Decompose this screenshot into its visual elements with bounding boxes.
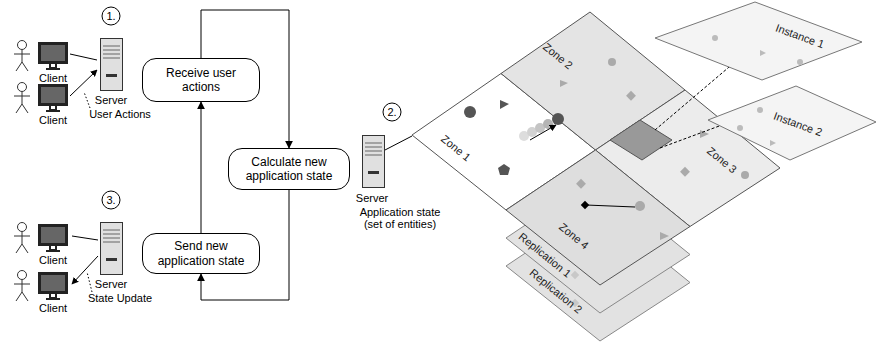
server-label: Server bbox=[356, 192, 388, 204]
instance-planes bbox=[655, 2, 876, 160]
instance-label: Instance 1 bbox=[774, 22, 826, 51]
server-label: Server bbox=[95, 94, 127, 106]
client-label: Client bbox=[39, 114, 67, 126]
client-label: Client bbox=[39, 72, 67, 84]
replication-label: Replication 1 bbox=[516, 230, 573, 279]
server-icon bbox=[363, 103, 413, 188]
callout-number: 3. bbox=[106, 194, 115, 206]
process-box: Calculate new application state bbox=[228, 148, 350, 190]
client-label: Client bbox=[39, 254, 67, 266]
instance-label: Instance 2 bbox=[772, 110, 824, 139]
flow-arrow bbox=[201, 102, 202, 233]
callout-number: 1. bbox=[106, 10, 115, 22]
zone-label: Zone 2 bbox=[541, 41, 575, 72]
process-box: Send new application state bbox=[142, 233, 260, 274]
zone-label: Zone 1 bbox=[439, 133, 473, 164]
box-text: Calculate new application state bbox=[241, 155, 337, 184]
client-label: Client bbox=[39, 302, 67, 314]
process-box: Receive user actions bbox=[142, 58, 260, 102]
zone-label: Zone 4 bbox=[557, 221, 591, 252]
callout-number: 2. bbox=[387, 106, 396, 118]
box-text: Send new application state bbox=[153, 239, 249, 268]
replication-label: Replication 2 bbox=[527, 266, 584, 315]
flow-label: State Update bbox=[88, 292, 152, 304]
state-label: Application state (set of entities) bbox=[350, 206, 450, 230]
server-label: Server bbox=[95, 278, 127, 290]
box-text: Receive user actions bbox=[153, 66, 249, 95]
flow-label: User Actions bbox=[89, 108, 151, 120]
zone-label: Zone 3 bbox=[705, 145, 739, 176]
